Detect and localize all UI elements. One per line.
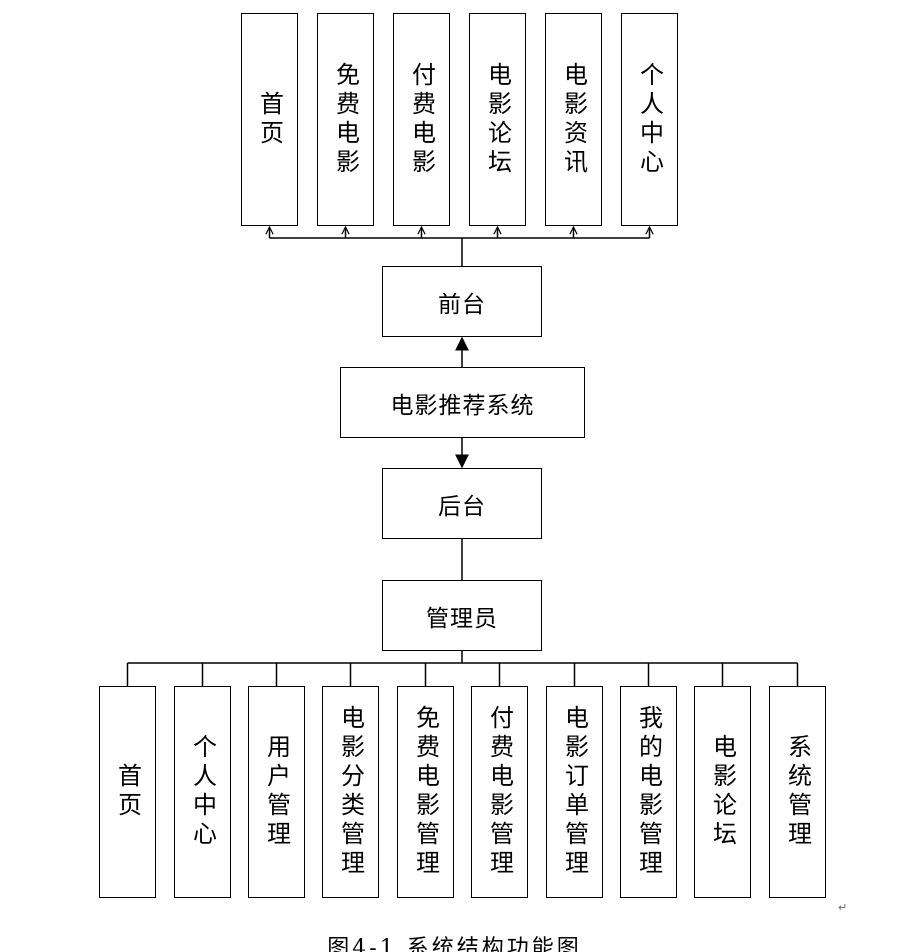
- backend-module-label: 电影订单管理: [560, 705, 589, 879]
- frontend-module-movie-forum: 电影论坛: [469, 13, 526, 226]
- backend-module-home: 首页: [99, 686, 156, 898]
- frontend-module-label: 付费电影: [407, 61, 436, 178]
- backend-module-my-movie-management: 我的电影管理: [620, 686, 677, 898]
- backend-module-label: 免费电影管理: [411, 705, 440, 879]
- backend-module-label: 付费电影管理: [485, 705, 514, 879]
- backend-module-order-management: 电影订单管理: [546, 686, 603, 898]
- frontend-module-movie-news: 电影资讯: [545, 13, 602, 226]
- backend-module-label: 电影分类管理: [336, 705, 365, 879]
- backend-module-label: 用户管理: [262, 734, 291, 850]
- backend-module-category-management: 电影分类管理: [322, 686, 379, 898]
- backend-module-free-movie-management: 免费电影管理: [397, 686, 454, 898]
- backend-module-label: 系统管理: [783, 734, 812, 850]
- admin-node: 管理员: [382, 580, 542, 651]
- frontend-module-label: 电影资讯: [559, 61, 588, 178]
- frontend-node: 前台: [382, 266, 542, 337]
- frontend-module-paid-movies: 付费电影: [393, 13, 450, 226]
- figure-caption: 图4-1 系统结构功能图: [327, 936, 582, 952]
- frontend-module-personal-center: 个人中心: [621, 13, 678, 226]
- backend-module-label: 个人中心: [188, 734, 217, 850]
- backend-module-label: 电影论坛: [708, 734, 737, 850]
- frontend-module-label: 免费电影: [331, 61, 360, 178]
- connector-lines: [126, 227, 799, 686]
- backend-module-user-management: 用户管理: [248, 686, 305, 898]
- backend-module-label: 首页: [113, 763, 142, 821]
- frontend-module-label: 个人中心: [635, 61, 664, 178]
- paragraph-mark: ↵: [838, 901, 848, 914]
- frontend-module-home: 首页: [241, 13, 298, 226]
- frontend-module-label: 电影论坛: [483, 61, 512, 178]
- admin-label: 管理员: [426, 605, 498, 632]
- frontend-module-free-movies: 免费电影: [317, 13, 374, 226]
- backend-label: 后台: [438, 493, 486, 520]
- backend-node: 后台: [382, 468, 542, 539]
- frontend-module-label: 首页: [255, 90, 284, 149]
- backend-module-label: 我的电影管理: [634, 705, 663, 879]
- system-title: 电影推荐系统: [390, 392, 535, 419]
- backend-module-movie-forum: 电影论坛: [694, 686, 751, 898]
- backend-module-personal-center: 个人中心: [174, 686, 231, 898]
- frontend-label: 前台: [438, 291, 486, 318]
- system-root-node: 电影推荐系统: [340, 367, 585, 438]
- backend-module-system-management: 系统管理: [769, 686, 826, 898]
- backend-module-paid-movie-management: 付费电影管理: [471, 686, 528, 898]
